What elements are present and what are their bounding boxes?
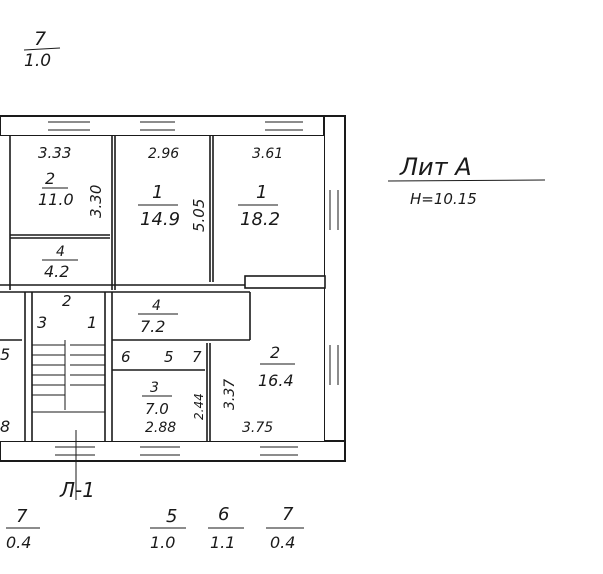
room-depth: 3.30 bbox=[87, 185, 105, 218]
section-mark: Л-1 bbox=[59, 430, 95, 502]
room-num: 1 bbox=[152, 182, 163, 203]
room-num: 1 bbox=[87, 313, 97, 332]
room-area: 7.2 bbox=[140, 317, 165, 336]
room-area: 11.0 bbox=[38, 190, 74, 209]
fraction-den: 0.4 bbox=[270, 533, 295, 552]
room-area: 4.2 bbox=[44, 262, 69, 281]
room-depth: 5.05 bbox=[190, 199, 208, 232]
fraction-num: 7 bbox=[282, 504, 294, 525]
fraction-den: 1.1 bbox=[210, 533, 235, 552]
fraction-den: 0.4 bbox=[6, 533, 31, 552]
room-area: 7.0 bbox=[145, 400, 169, 418]
room-width: 2.96 bbox=[148, 146, 179, 162]
fraction-den: 1.0 bbox=[150, 533, 175, 552]
room-area: 18.2 bbox=[240, 209, 280, 230]
section-label: Л-1 bbox=[59, 478, 95, 502]
room-width: 3.61 bbox=[252, 146, 283, 162]
footer-fractions: 7 0.4 5 1.0 6 1.1 7 0.4 bbox=[6, 504, 304, 552]
room-num: 2 bbox=[45, 169, 55, 188]
room-num: 2 bbox=[62, 292, 72, 310]
staircase bbox=[32, 340, 105, 413]
room-area: 16.4 bbox=[258, 371, 294, 390]
room-num: 4 bbox=[152, 298, 161, 314]
room-num: 8 bbox=[0, 417, 10, 436]
room-width: 2.88 bbox=[145, 420, 176, 436]
header-fraction: 7 1.0 bbox=[23, 28, 61, 71]
room-num: 5 bbox=[164, 348, 174, 366]
walls bbox=[0, 115, 346, 462]
room-depth: 2.44 bbox=[192, 393, 206, 420]
room-num: 4 bbox=[56, 244, 65, 260]
fraction-den: 1.0 bbox=[24, 51, 51, 71]
room-labels: 3.33 2 11.0 3.30 2.96 1 14.9 5.05 3.61 1… bbox=[0, 144, 295, 436]
lit-label: Лит А bbox=[399, 153, 472, 181]
height-label: H=10.15 bbox=[410, 190, 477, 208]
fraction-num: 7 bbox=[34, 28, 46, 50]
room-width: 3.75 bbox=[242, 420, 273, 436]
room-num: 6 bbox=[121, 348, 131, 366]
room-num: 3 bbox=[37, 313, 47, 332]
room-num: 1 bbox=[256, 182, 267, 203]
room-num: 3 bbox=[150, 380, 159, 396]
room-width: 3.33 bbox=[38, 144, 71, 162]
room-num: 2 bbox=[270, 343, 280, 362]
fraction-num: 6 bbox=[218, 504, 229, 525]
fraction-num: 5 bbox=[166, 506, 177, 527]
room-area: 14.9 bbox=[140, 209, 180, 230]
fraction-num: 7 bbox=[16, 506, 28, 527]
title-block: Лит А H=10.15 bbox=[387, 153, 546, 208]
room-num: 5 bbox=[0, 345, 10, 364]
room-num: 7 bbox=[192, 348, 202, 366]
room-depth: 3.37 bbox=[222, 379, 238, 410]
